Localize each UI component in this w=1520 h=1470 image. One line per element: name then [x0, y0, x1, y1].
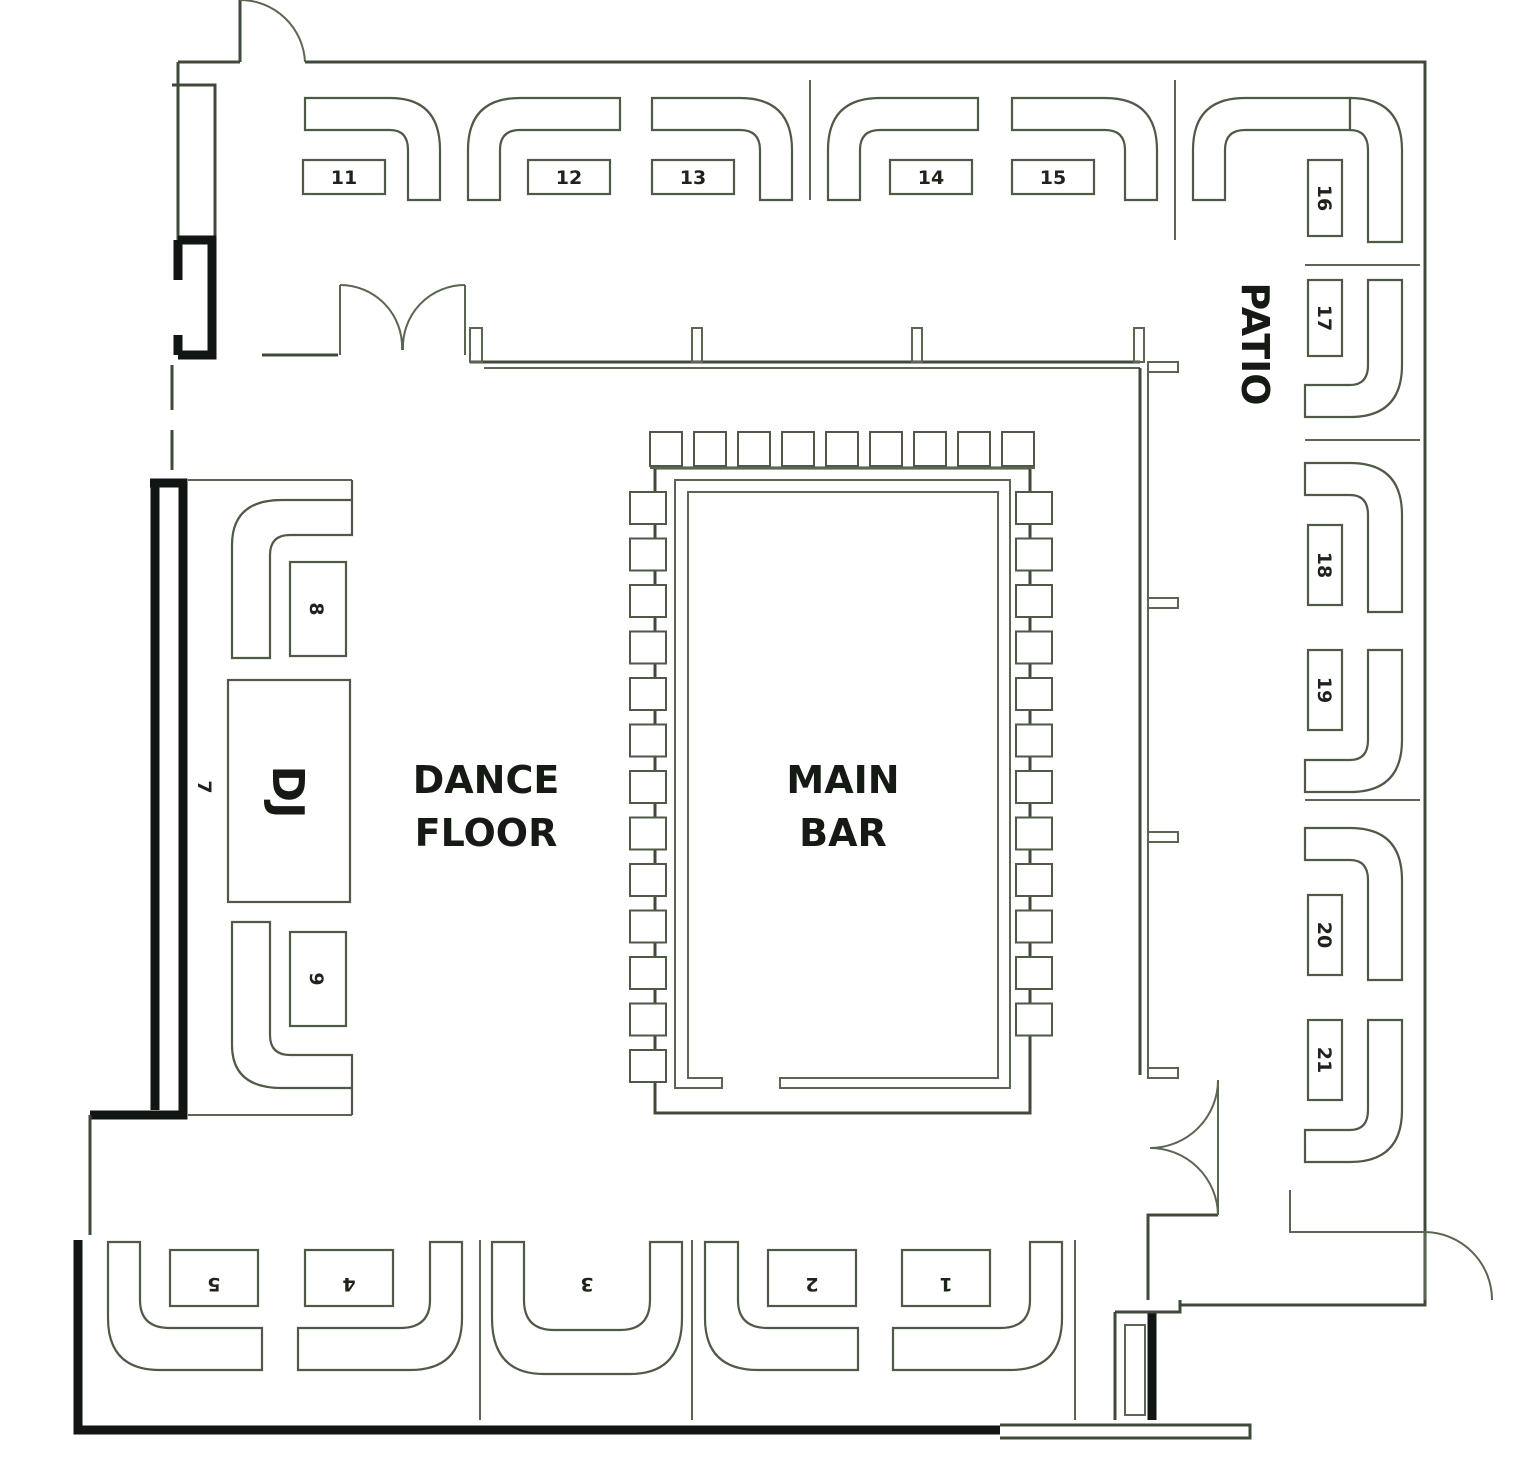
table-13-label: 13 [680, 167, 706, 189]
table-17[interactable] [1306, 278, 1344, 358]
bar-stool-left [629, 816, 667, 851]
main-bar-label-line1: MAIN [786, 758, 899, 802]
bar-stool-right [1015, 863, 1053, 897]
bar-stool-left [629, 537, 667, 572]
table-20[interactable] [1306, 893, 1344, 977]
table-8[interactable] [288, 560, 348, 658]
bar-stool-left [629, 956, 667, 990]
table-11[interactable] [301, 158, 387, 196]
table-21-label: 21 [1313, 1047, 1335, 1073]
bar-stool-right [1015, 1002, 1053, 1037]
bar-stool-top [781, 431, 815, 467]
bar-stool-top [1001, 431, 1035, 467]
table-9-label: 9 [305, 972, 327, 985]
bar-stool-left [629, 1049, 667, 1083]
bar-stool-left [629, 1002, 667, 1037]
table-8-label: 8 [305, 602, 327, 615]
bar-stool-right [1015, 491, 1053, 525]
table-16[interactable] [1306, 158, 1344, 238]
table-18[interactable] [1306, 523, 1344, 607]
bar-stool-right [1015, 909, 1053, 944]
table-1[interactable] [900, 1248, 992, 1308]
table-11-label: 11 [331, 167, 357, 189]
bar-stool-right [1015, 770, 1053, 804]
dj-booth [226, 678, 352, 904]
bar-stool-left [629, 491, 667, 525]
bar-stool-top [913, 431, 947, 467]
table-15-label: 15 [1040, 167, 1066, 189]
bar-stool-left [629, 677, 667, 711]
doors [240, 0, 1493, 1301]
table-1-label: 1 [939, 1273, 952, 1295]
table-19[interactable] [1306, 648, 1344, 732]
bar-stool-top [737, 431, 771, 467]
dance-floor-label-line2: FLOOR [415, 811, 558, 855]
bar-stool-left [629, 863, 667, 897]
bar-stool-top [825, 431, 859, 467]
bar-stool-right [1015, 537, 1053, 572]
main-bar [629, 431, 1053, 1115]
bar-stool-top [693, 431, 727, 467]
bar-stool-left [629, 770, 667, 804]
dj-label: DJ [262, 766, 313, 819]
tables [168, 158, 1344, 1308]
table-15[interactable] [1010, 158, 1096, 196]
table-4[interactable] [303, 1248, 395, 1308]
bar-stool-right [1015, 630, 1053, 665]
bar-stool-right [1015, 677, 1053, 711]
bottom-booths [106, 1240, 1064, 1376]
table-3-label: 3 [580, 1273, 593, 1295]
main-bar-label-line2: BAR [799, 811, 887, 855]
bar-stool-left [629, 723, 667, 758]
table-19-label: 19 [1313, 677, 1335, 703]
table-16-label: 16 [1313, 185, 1335, 211]
bar-stool-top [869, 431, 903, 467]
bar-stool-left [629, 584, 667, 618]
table-17-label: 17 [1313, 305, 1335, 331]
table-2-label: 2 [805, 1273, 818, 1295]
table-12[interactable] [526, 158, 612, 196]
bar-stool-right [1015, 816, 1053, 851]
left-booths [226, 480, 354, 1115]
table-14-label: 14 [918, 167, 944, 189]
table-4-label: 4 [342, 1273, 355, 1295]
table-7-label: 7 [193, 780, 215, 793]
table-9[interactable] [288, 930, 348, 1028]
bar-stool-right [1015, 584, 1053, 618]
dance-floor-label-line1: DANCE [413, 758, 560, 802]
table-14[interactable] [888, 158, 974, 196]
bar-stool-right [1015, 723, 1053, 758]
top-booths [303, 96, 1404, 244]
bar-stool-right [1015, 956, 1053, 990]
table-12-label: 12 [556, 167, 582, 189]
table-21[interactable] [1306, 1018, 1344, 1102]
bar-stool-left [629, 909, 667, 944]
exterior-walls [73, 0, 1427, 1440]
bar-stool-left [629, 630, 667, 665]
table-18-label: 18 [1313, 552, 1335, 578]
table-13[interactable] [650, 158, 736, 196]
table-20-label: 20 [1313, 922, 1335, 948]
table-5-label: 5 [207, 1273, 220, 1295]
patio-label: PATIO [1233, 282, 1277, 405]
labels: DANCE FLOOR MAIN BAR PATIO DJ 11 12 13 1… [193, 167, 1335, 1295]
table-5[interactable] [168, 1248, 260, 1308]
bar-stools [629, 431, 1053, 1083]
interior-partitions [188, 80, 1425, 1420]
patio-booths [1303, 278, 1404, 1164]
table-2[interactable] [766, 1248, 858, 1308]
bar-stool-top [649, 431, 683, 467]
bar-stool-top [957, 431, 991, 467]
